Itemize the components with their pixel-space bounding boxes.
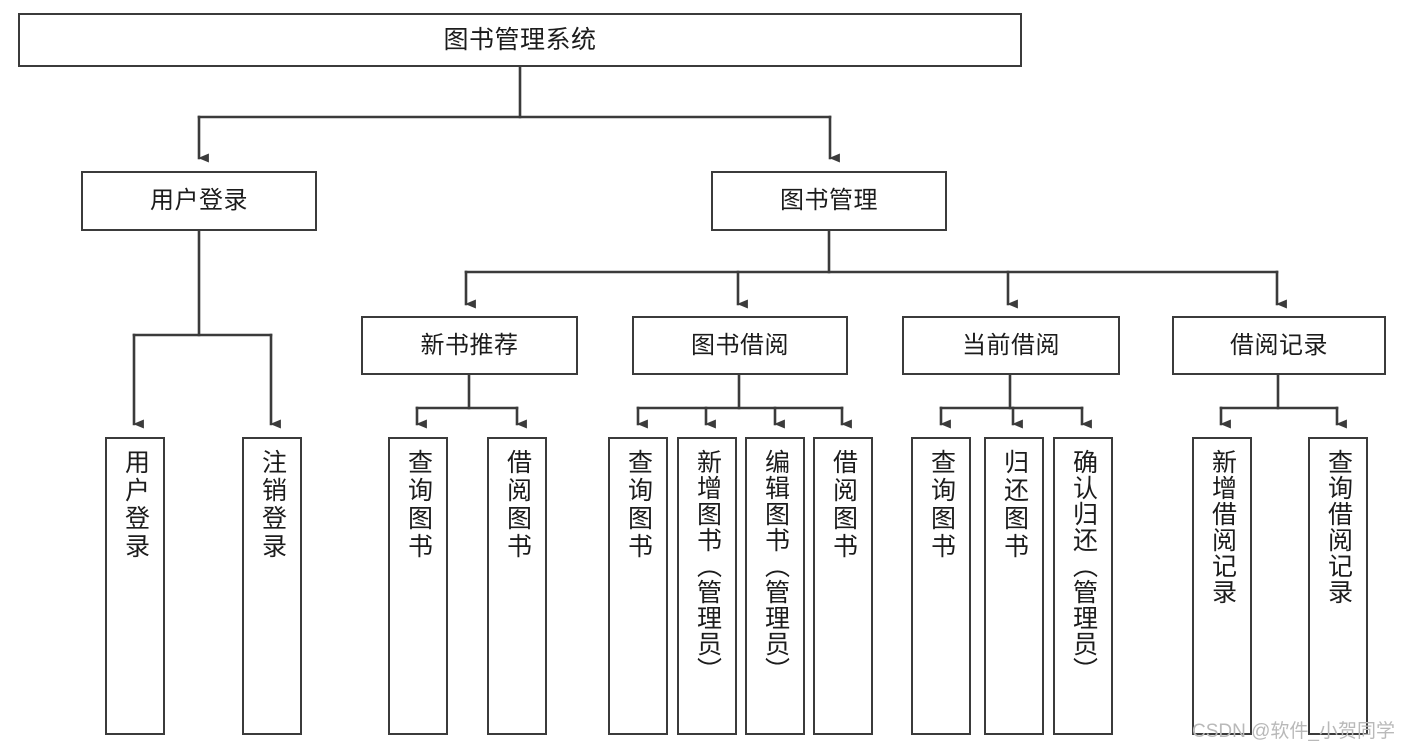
node-label: 借阅图书 [829,449,858,561]
node-leaf-borrow-book[interactable]: 借阅图书 [813,437,873,735]
node-leaf-logout[interactable]: 注销登录 [242,437,302,735]
node-label: 新书推荐 [420,331,519,359]
node-leaf-edit-book-admin[interactable]: 编辑图书（管理员） [745,437,805,735]
node-leaf-query-book-recommend[interactable]: 查询图书 [388,437,448,735]
node-label: 新增图书（管理员） [693,449,722,683]
node-user-login[interactable]: 用户登录 [81,171,317,231]
node-leaf-query-book-current[interactable]: 查询图书 [911,437,971,735]
node-label: 图书借阅 [691,331,789,359]
node-label: 借阅图书 [503,449,532,561]
csdn-watermark: CSDN @软件_小贺同学 [1192,721,1395,742]
node-book-borrow[interactable]: 图书借阅 [632,316,848,375]
node-label: 用户登录 [121,449,150,561]
node-new-book-recommend[interactable]: 新书推荐 [361,316,578,375]
node-book-management[interactable]: 图书管理 [711,171,947,231]
node-label: 图书管理 [780,187,878,215]
node-label: 当前借阅 [962,331,1060,359]
node-leaf-borrow-book-recommend[interactable]: 借阅图书 [487,437,547,735]
node-label: 编辑图书（管理员） [761,449,790,683]
node-label: 查询图书 [927,449,956,561]
node-current-borrow[interactable]: 当前借阅 [902,316,1120,375]
node-label: 新增借阅记录 [1208,449,1237,605]
node-label: 查询图书 [404,449,433,561]
node-leaf-add-borrow-record[interactable]: 新增借阅记录 [1192,437,1252,735]
node-leaf-return-book[interactable]: 归还图书 [984,437,1044,735]
node-label: 确认归还（管理员） [1069,449,1098,683]
node-label: 借阅记录 [1230,331,1328,359]
node-leaf-add-book-admin[interactable]: 新增图书（管理员） [677,437,737,735]
node-label: 用户登录 [150,187,248,215]
node-label: 注销登录 [258,449,287,561]
node-root-system[interactable]: 图书管理系统 [18,13,1022,67]
node-label: 归还图书 [1000,449,1029,561]
node-label: 图书管理系统 [443,25,597,54]
node-leaf-confirm-return-admin[interactable]: 确认归还（管理员） [1053,437,1113,735]
node-leaf-query-book-borrow[interactable]: 查询图书 [608,437,668,735]
node-borrow-record[interactable]: 借阅记录 [1172,316,1386,375]
node-leaf-user-login[interactable]: 用户登录 [105,437,165,735]
node-leaf-query-borrow-record[interactable]: 查询借阅记录 [1308,437,1368,735]
node-label: 查询图书 [624,449,653,561]
node-label: 查询借阅记录 [1324,449,1353,605]
